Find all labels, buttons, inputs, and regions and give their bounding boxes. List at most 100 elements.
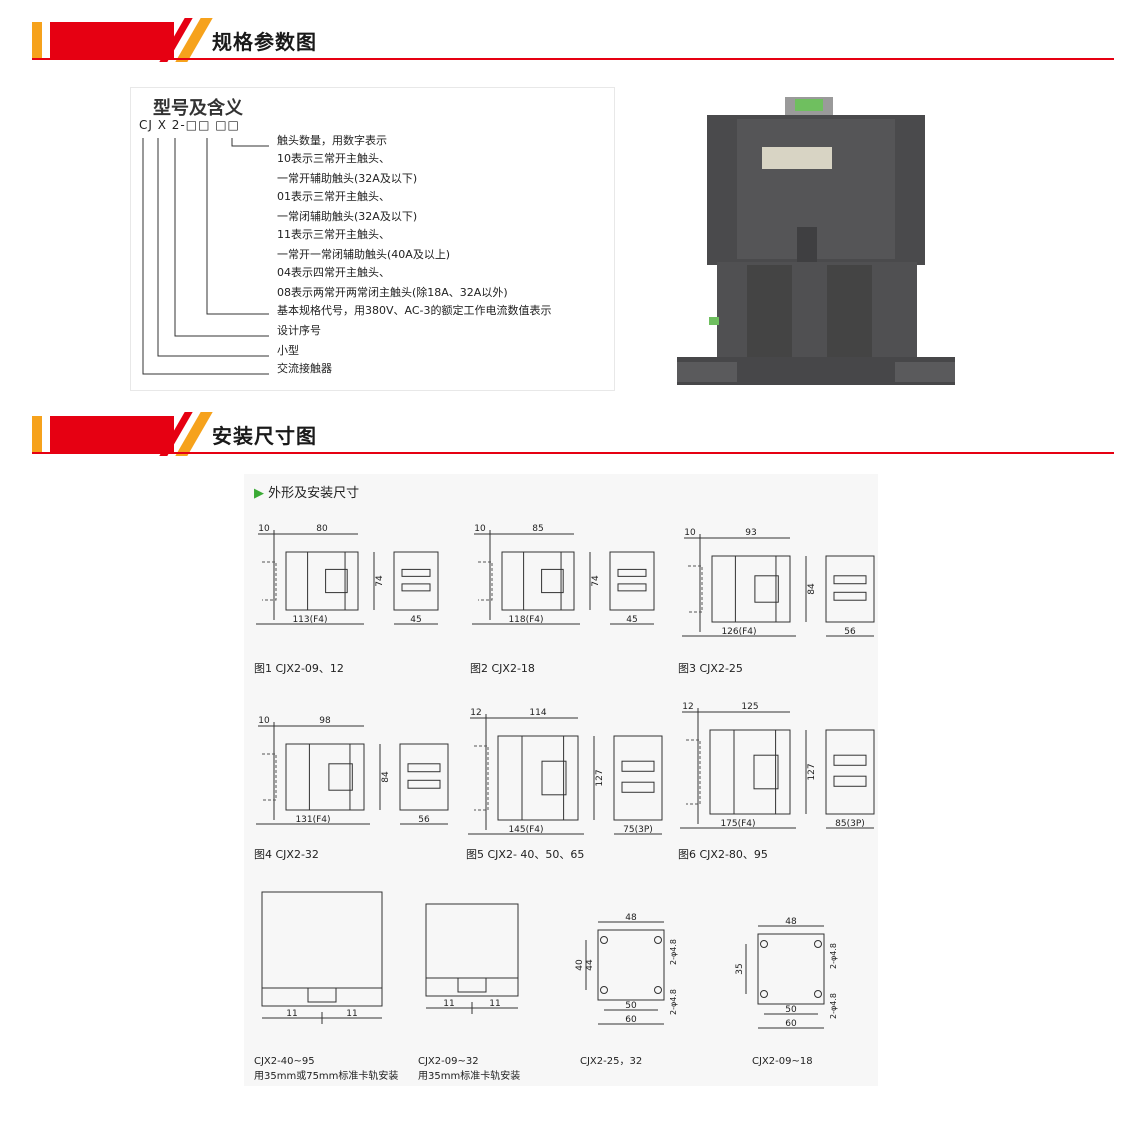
terminal-block bbox=[754, 575, 779, 603]
width-dim-label: 80 bbox=[316, 524, 328, 534]
side-view-slot bbox=[833, 591, 867, 601]
rail-left-label: 11 bbox=[286, 1009, 297, 1019]
contactor-body-outline bbox=[497, 735, 579, 821]
side-view-outline bbox=[399, 743, 449, 811]
height-dim-label: 127 bbox=[807, 763, 817, 780]
header-underline bbox=[32, 58, 1114, 60]
figure-caption: 图2 CJX2-18 bbox=[470, 662, 535, 675]
terminal-block bbox=[541, 760, 567, 796]
side-dim-label: 45 bbox=[410, 615, 421, 625]
hole-w1-label: 50 bbox=[785, 1005, 797, 1015]
top-dim-label: 10 bbox=[684, 528, 696, 538]
contactor-illustration bbox=[677, 97, 955, 385]
mount-hole bbox=[600, 936, 608, 944]
rail-body-outline bbox=[425, 903, 519, 979]
height-dim-label: 84 bbox=[807, 583, 817, 595]
side-dim-label: 75(3P) bbox=[623, 825, 653, 835]
rail-right-label: 11 bbox=[489, 999, 500, 1009]
rail-caption: CJX2-09~32 bbox=[418, 1056, 479, 1067]
figure-caption: 图1 CJX2-09、12 bbox=[254, 662, 344, 675]
side-view-slot bbox=[833, 575, 867, 585]
model-bracket-lines bbox=[142, 138, 269, 375]
figure-caption: 图4 CJX2-32 bbox=[254, 848, 319, 861]
hole-caption: CJX2-09~18 bbox=[752, 1056, 813, 1067]
width-dim-label: 114 bbox=[529, 708, 546, 718]
section-header-specs: 规格参数图 bbox=[32, 18, 1114, 62]
hole-height-label: 40 bbox=[575, 959, 585, 971]
base-dim-label: 131(F4) bbox=[295, 815, 330, 825]
rail-clip bbox=[307, 987, 337, 1003]
side-dim-label: 85(3P) bbox=[835, 819, 865, 829]
model-description-line: 触头数量，用数字表示 bbox=[277, 134, 387, 147]
side-dim-label: 56 bbox=[844, 627, 856, 637]
play-triangle-icon: ▶ bbox=[254, 486, 264, 501]
width-dim-label: 93 bbox=[745, 528, 756, 538]
base-dim-label: 145(F4) bbox=[508, 825, 543, 835]
contactor-body-outline bbox=[501, 551, 575, 611]
contactor-body-outline bbox=[285, 743, 365, 811]
side-dim-label: 45 bbox=[626, 615, 637, 625]
base-dim-label: 126(F4) bbox=[721, 627, 756, 637]
mount-plate-outline bbox=[597, 929, 665, 1001]
side-dim-label: 56 bbox=[418, 815, 430, 825]
model-description-line: 08表示两常开两常闭主触头(除18A、32A以外) bbox=[277, 286, 508, 299]
height-dim-label: 74 bbox=[375, 575, 385, 587]
mount-rail-dashed bbox=[262, 561, 277, 601]
top-dim-label: 12 bbox=[682, 702, 693, 712]
side-view-slot bbox=[621, 781, 655, 793]
mount-rail-dashed bbox=[688, 565, 703, 613]
rail-subcaption: 用35mm或75mm标准卡轨安装 bbox=[254, 1069, 398, 1082]
section-title: 安装尺寸图 bbox=[212, 424, 317, 448]
hole-w1-label: 50 bbox=[625, 1001, 637, 1011]
side-view-outline bbox=[825, 555, 875, 623]
hole-top-label: 48 bbox=[625, 913, 637, 923]
base-dim-label: 118(F4) bbox=[508, 615, 543, 625]
header-red-bar bbox=[50, 416, 174, 452]
side-view-outline bbox=[609, 551, 655, 611]
mount-hole bbox=[814, 940, 822, 948]
terminal-block bbox=[541, 568, 564, 594]
side-view-outline bbox=[613, 735, 663, 821]
side-view-slot bbox=[621, 760, 655, 772]
mount-hole bbox=[760, 940, 768, 948]
rail-base bbox=[425, 977, 519, 997]
height-dim-label: 74 bbox=[591, 575, 601, 587]
model-code: CJ X 2-□□ □□ bbox=[139, 118, 240, 132]
side-view-slot bbox=[617, 568, 647, 577]
mount-hole bbox=[760, 990, 768, 998]
side-view-slot bbox=[833, 775, 867, 787]
model-description-line: 01表示三常开主触头、 bbox=[277, 190, 390, 203]
model-description-line: 10表示三常开主触头、 bbox=[277, 152, 390, 165]
side-view-slot bbox=[617, 583, 647, 592]
top-dim-label: 10 bbox=[258, 716, 270, 726]
height-dim-label: 84 bbox=[381, 771, 391, 783]
section-header-install: 安装尺寸图 bbox=[32, 412, 1114, 456]
hole-spec-label: 2-φ4.8 bbox=[669, 939, 678, 965]
figure-caption: 图5 CJX2- 40、50、65 bbox=[466, 848, 584, 861]
side-view-outline bbox=[393, 551, 439, 611]
hole-height-label-2: 44 bbox=[585, 959, 595, 971]
hole-top-label: 48 bbox=[785, 917, 797, 927]
figure-caption: 图3 CJX2-25 bbox=[678, 662, 743, 675]
model-description-line: 基本规格代号，用380V、AC-3的额定工作电流数值表示 bbox=[277, 304, 552, 317]
side-view-slot bbox=[833, 754, 867, 766]
model-description-line: 交流接触器 bbox=[277, 362, 332, 375]
rail-subcaption: 用35mm标准卡轨安装 bbox=[418, 1069, 520, 1082]
rail-body-outline bbox=[261, 891, 383, 989]
model-description-line: 11表示三常开主触头、 bbox=[277, 228, 390, 241]
hole-w2-label: 60 bbox=[785, 1019, 797, 1029]
dimensions-heading: ▶ 外形及安装尺寸 bbox=[254, 482, 359, 501]
hole-w2-label: 60 bbox=[625, 1015, 637, 1025]
side-view-slot bbox=[401, 568, 431, 577]
terminal-block bbox=[753, 754, 779, 790]
rail-clip bbox=[457, 977, 487, 993]
hole-spec-label: 2-φ4.8 bbox=[829, 993, 838, 1019]
model-description-line: 小型 bbox=[277, 344, 299, 357]
figure-caption: 图6 CJX2-80、95 bbox=[678, 848, 768, 861]
section-title: 规格参数图 bbox=[212, 30, 317, 54]
width-dim-label: 125 bbox=[741, 702, 758, 712]
rail-left-label: 11 bbox=[443, 999, 454, 1009]
model-description-line: 一常开一常闭辅助触头(40A及以上) bbox=[277, 248, 451, 261]
header-orange-bar bbox=[32, 416, 42, 452]
